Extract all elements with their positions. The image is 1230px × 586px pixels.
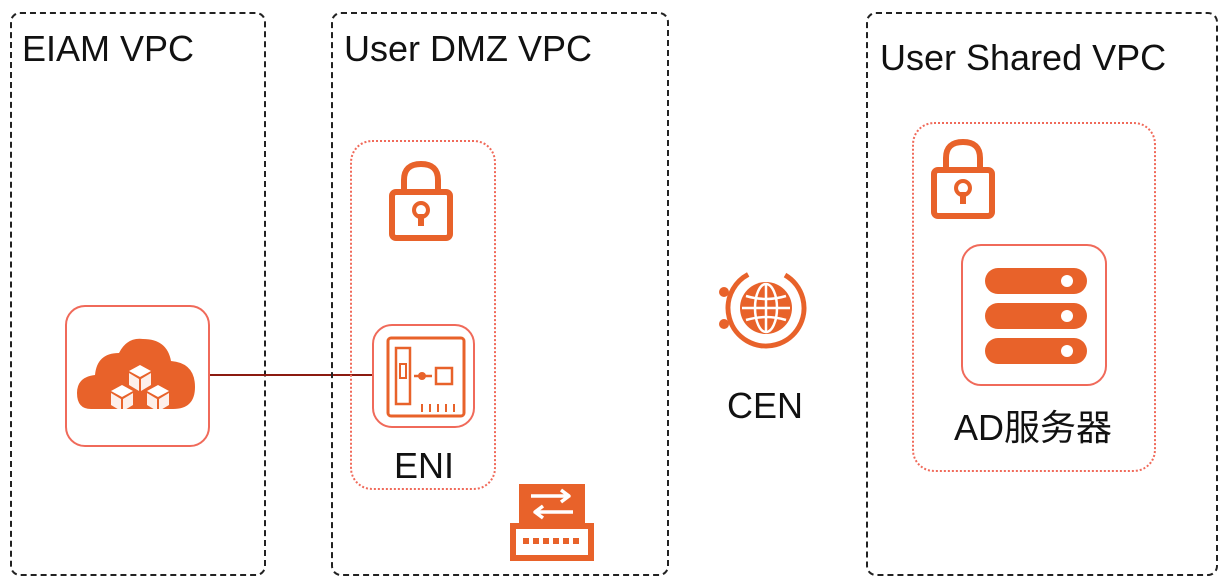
shared-security-group [912,122,1156,472]
shared-vpc-title: User Shared VPC [880,37,1167,78]
eni-box[interactable] [372,324,475,428]
ad-server-box[interactable] [961,244,1107,386]
eiam-service-box[interactable] [65,305,210,447]
eiam-eni-connector [210,374,373,376]
cen-globe-icon[interactable] [712,266,822,350]
lock-icon [389,160,453,241]
server-icon [985,268,1087,364]
ad-server-label: AD服务器 [953,407,1112,448]
lock-icon [931,138,995,219]
dmz-vpc-container [331,12,669,576]
eni-label: ENI [393,445,454,486]
shared-vpc-container [866,12,1218,576]
switch-icon[interactable] [510,478,594,561]
dmz-security-group [350,140,496,490]
eni-card-icon [386,336,466,418]
dmz-vpc-title: User DMZ VPC [344,28,593,69]
cloud-service-icon [77,338,195,411]
eiam-vpc-container [10,12,266,576]
cen-label: CEN [726,385,803,426]
eiam-vpc-title: EIAM VPC [22,28,195,69]
